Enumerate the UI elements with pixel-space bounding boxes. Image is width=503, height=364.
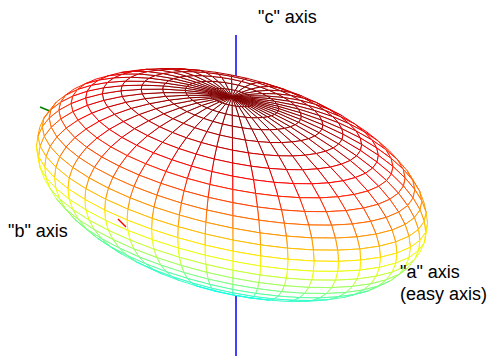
mesh-face bbox=[312, 271, 338, 280]
mesh-face bbox=[245, 78, 263, 82]
mesh-face bbox=[75, 219, 97, 238]
mesh-face bbox=[368, 281, 390, 291]
mesh-face bbox=[57, 199, 75, 219]
mesh-face bbox=[232, 97, 255, 105]
mesh-face bbox=[332, 224, 357, 238]
mesh-face bbox=[312, 238, 338, 250]
mesh-face bbox=[252, 105, 275, 116]
mesh-face bbox=[97, 238, 122, 254]
mesh-face bbox=[172, 277, 196, 286]
c-axis-label: "c" axis bbox=[258, 6, 317, 28]
mesh-face bbox=[119, 248, 145, 264]
mesh-face bbox=[51, 95, 66, 110]
mesh-face bbox=[216, 72, 232, 76]
mesh-face bbox=[178, 69, 201, 71]
mesh-face bbox=[79, 220, 102, 239]
mesh-face bbox=[313, 250, 338, 261]
mesh-face bbox=[66, 84, 86, 95]
mesh-face bbox=[137, 262, 163, 274]
a-axis-line bbox=[40, 107, 400, 255]
mesh-face bbox=[291, 125, 315, 139]
mesh-face bbox=[38, 118, 44, 136]
mesh-face bbox=[121, 69, 147, 72]
mesh-face bbox=[60, 199, 79, 220]
mesh-face bbox=[335, 237, 359, 250]
a-axis-label: "a" axis (easy axis) bbox=[400, 261, 500, 305]
mesh-face bbox=[233, 295, 252, 298]
mesh-face bbox=[36, 147, 40, 168]
mesh-face bbox=[40, 167, 50, 188]
mesh-face bbox=[232, 106, 239, 117]
mesh-face bbox=[196, 286, 217, 292]
mesh-face bbox=[214, 89, 232, 97]
mesh-face bbox=[233, 293, 254, 298]
mesh-face bbox=[77, 80, 98, 89]
mesh-face bbox=[212, 89, 232, 97]
mesh-face bbox=[278, 196, 305, 211]
mesh-face bbox=[232, 97, 254, 106]
mesh-face bbox=[338, 260, 361, 271]
mesh-face bbox=[44, 102, 56, 118]
ellipsoid-mesh bbox=[36, 69, 427, 302]
mesh-face bbox=[309, 136, 334, 151]
mesh-face bbox=[309, 225, 336, 238]
mesh-face bbox=[338, 249, 361, 261]
mesh-face bbox=[272, 115, 296, 127]
mesh-face bbox=[211, 89, 233, 97]
b-axis-label: "b" axis bbox=[8, 220, 68, 242]
mesh-face bbox=[284, 223, 311, 238]
mesh-face bbox=[85, 76, 108, 84]
mesh-face bbox=[61, 89, 78, 102]
mesh-face bbox=[282, 210, 309, 225]
mesh-face bbox=[313, 261, 338, 271]
b-axis-tick bbox=[118, 219, 126, 227]
mesh-face bbox=[309, 280, 336, 288]
mesh-face bbox=[46, 178, 60, 199]
mesh-face bbox=[141, 89, 163, 94]
